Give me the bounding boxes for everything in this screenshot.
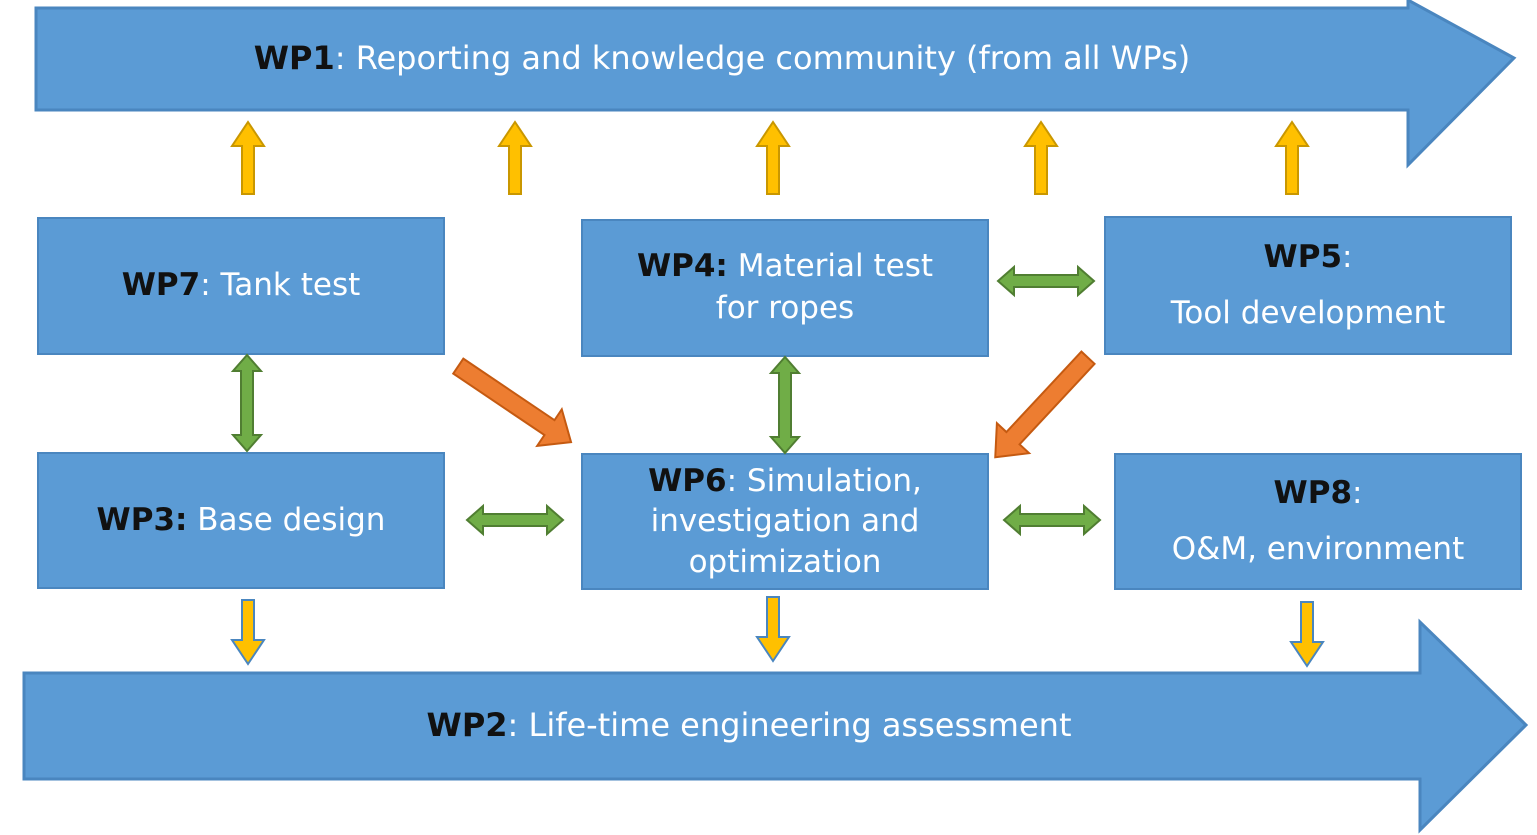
wp3-text: Base design bbox=[187, 501, 386, 538]
wp4-wp5-double-arrow bbox=[997, 266, 1095, 296]
wp5-code: WP5 bbox=[1263, 238, 1343, 275]
wp7-text: : Tank test bbox=[200, 267, 361, 304]
wp4-box bbox=[581, 219, 989, 357]
wp5-text: : bbox=[1342, 238, 1353, 275]
wp8-text-line2: O&M, environment bbox=[1171, 530, 1465, 567]
wp7-to-wp6-arrow bbox=[444, 346, 585, 462]
wp4-wp6-double-arrow bbox=[770, 356, 800, 454]
wp1-label: WP1: Reporting and knowledge community (… bbox=[36, 8, 1408, 110]
wp4-text-line2: for ropes bbox=[715, 290, 855, 326]
up-arrow-5 bbox=[1275, 121, 1309, 195]
wp6-code: WP6 bbox=[648, 463, 727, 500]
wp4-label: WP4: Material test for ropes bbox=[582, 220, 988, 356]
wp5-to-wp6-arrow bbox=[978, 341, 1106, 474]
wp1-text: : Reporting and knowledge community (fro… bbox=[334, 39, 1191, 78]
wp8-label: WP8: O&M, environment bbox=[1115, 454, 1521, 589]
down-arrow-2 bbox=[756, 596, 790, 662]
wp7-code: WP7 bbox=[121, 267, 201, 304]
wp8-text: : bbox=[1352, 474, 1363, 511]
wp6-box bbox=[581, 453, 989, 590]
wp6-wp8-double-arrow bbox=[1003, 505, 1101, 535]
up-arrow-1 bbox=[231, 121, 265, 195]
wp2-code: WP2 bbox=[426, 706, 508, 745]
wp8-box bbox=[1114, 453, 1522, 590]
up-arrow-3 bbox=[756, 121, 790, 195]
wp5-label: WP5: Tool development bbox=[1105, 217, 1511, 354]
wp3-code: WP3: bbox=[96, 501, 188, 538]
wp7-box bbox=[37, 217, 445, 355]
down-arrow-3 bbox=[1290, 601, 1324, 667]
wp6-text-line3: optimization bbox=[688, 543, 882, 580]
down-arrow-1 bbox=[231, 599, 265, 665]
wp2-banner-arrow bbox=[22, 618, 1529, 834]
wp8-code: WP8 bbox=[1273, 474, 1353, 511]
up-arrow-2 bbox=[498, 121, 532, 195]
wp5-text-line2: Tool development bbox=[1170, 294, 1446, 331]
wp4-text: Material test bbox=[727, 248, 934, 285]
wp3-wp6-double-arrow bbox=[466, 505, 564, 535]
wp6-text: : Simulation, bbox=[726, 463, 922, 500]
wp3-label: WP3: Base design bbox=[38, 453, 444, 588]
wp5-box bbox=[1104, 216, 1512, 355]
wp7-wp3-double-arrow bbox=[232, 354, 262, 452]
wp2-text: : Life-time engineering assessment bbox=[507, 706, 1072, 745]
wp6-label: WP6: Simulation, investigation and optim… bbox=[582, 454, 988, 589]
wp1-banner-arrow bbox=[34, 0, 1517, 169]
wp7-label: WP7: Tank test bbox=[38, 218, 444, 354]
wp4-code: WP4: bbox=[636, 248, 728, 285]
wp3-box bbox=[37, 452, 445, 589]
wp1-code: WP1 bbox=[253, 39, 335, 78]
up-arrow-4 bbox=[1024, 121, 1058, 195]
wp6-text-line2: investigation and bbox=[650, 503, 920, 540]
wp2-label: WP2: Life-time engineering assessment bbox=[24, 673, 1474, 779]
